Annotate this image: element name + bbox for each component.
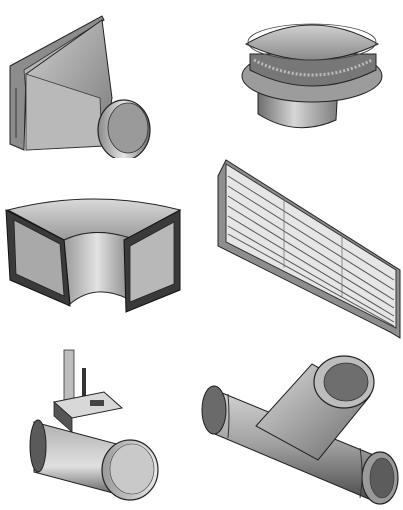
pipe-wye-tee-icon: [200, 352, 402, 506]
duct-elbow-icon: [4, 196, 184, 316]
roof-vent-cap-icon: [236, 14, 386, 138]
duct-transition-icon: [4, 8, 164, 158]
damper-valve-icon: [28, 346, 164, 506]
louvered-grille-icon: [214, 158, 402, 340]
